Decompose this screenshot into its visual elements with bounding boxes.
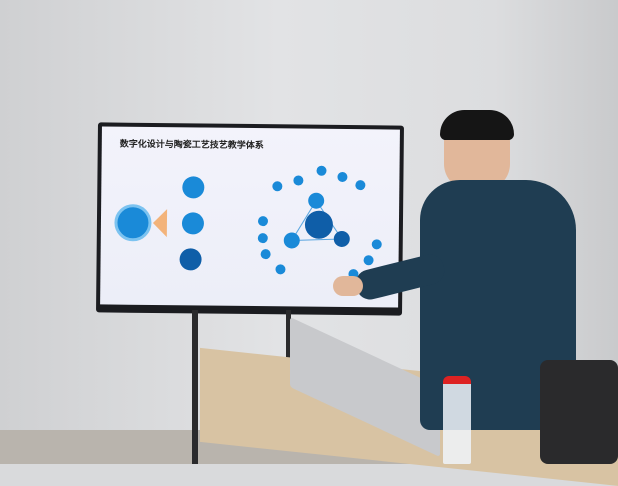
presenter-hand — [333, 276, 363, 296]
node — [182, 176, 205, 199]
node — [283, 232, 300, 249]
node — [179, 248, 202, 271]
tv-stand — [286, 310, 291, 380]
node — [181, 212, 204, 235]
tv-stand — [192, 310, 198, 464]
slide-diagram — [114, 165, 382, 280]
left-circle — [114, 204, 152, 242]
node — [308, 192, 325, 209]
tv-display: 数字化设计与陶瓷工艺技艺教学体系 — [96, 122, 404, 316]
water-bottle — [443, 376, 471, 464]
chair — [540, 360, 618, 464]
arrow-icon — [152, 209, 168, 238]
presenter-hair — [440, 110, 514, 140]
node — [333, 230, 350, 247]
center-node — [304, 210, 333, 239]
presentation-slide: 数字化设计与陶瓷工艺技艺教学体系 — [100, 126, 400, 308]
